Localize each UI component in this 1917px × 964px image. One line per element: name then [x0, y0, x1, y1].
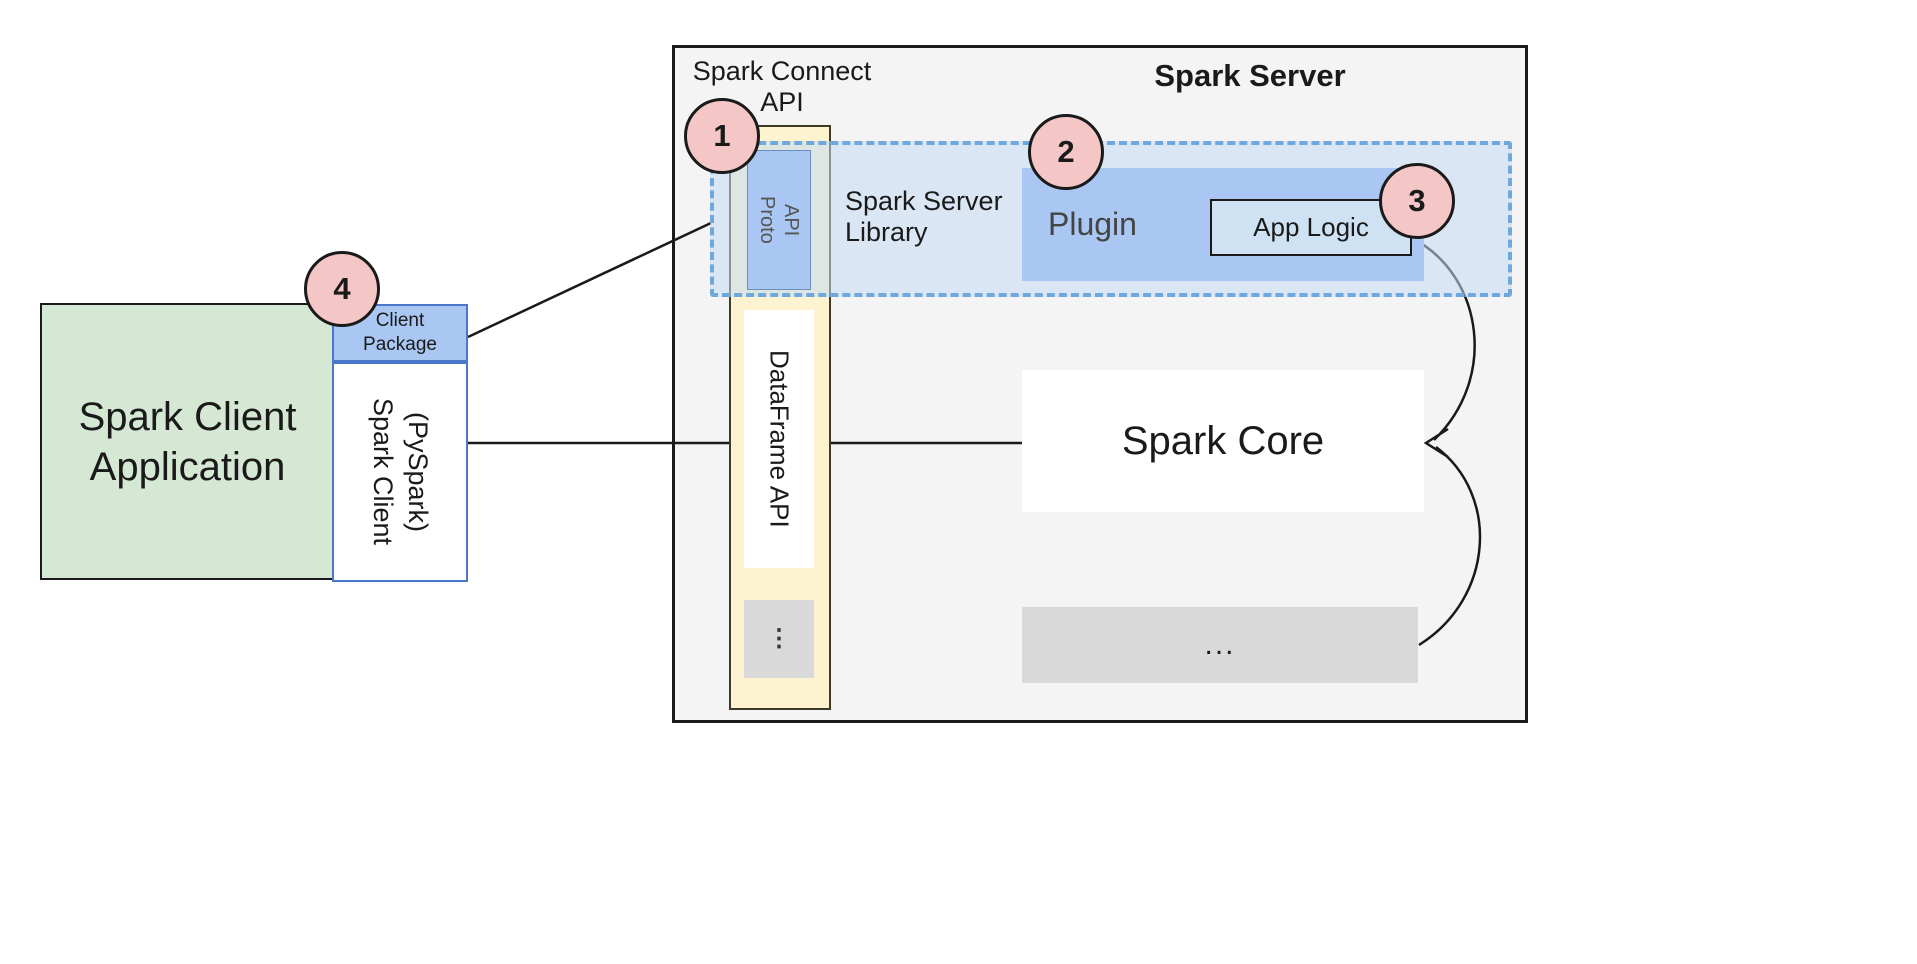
proto-api-label: Proto API: [756, 196, 802, 244]
badge-3: 3: [1379, 163, 1455, 239]
spark-client-pyspark-box: Spark Client (PySpark): [332, 362, 468, 582]
spark-server-title: Spark Server: [1154, 58, 1346, 93]
client-package-box: Client Package: [332, 304, 468, 362]
spark-client-application-label: Spark Client Application: [78, 394, 297, 489]
dataframe-api-label: DataFrame API: [764, 350, 795, 528]
spark-core-label: Spark Core: [1121, 418, 1325, 463]
spark-core-arrowhead-icon: [1423, 427, 1449, 459]
spark-core-box: Spark Core: [1022, 370, 1424, 512]
proto-api-box: Proto API: [747, 150, 811, 290]
dataframe-api-box: DataFrame API: [744, 310, 814, 568]
server-ellipsis-label: ...: [1204, 628, 1236, 661]
api-column-ellipsis-label: ⋮: [767, 625, 791, 652]
api-column-ellipsis-box: ⋮: [744, 600, 814, 678]
badge-2: 2: [1028, 114, 1104, 190]
spark-connect-api-label: Spark Connect API: [692, 56, 872, 117]
client-package-label: Client Package: [363, 310, 437, 355]
spark-client-application-box: Spark Client Application: [40, 303, 335, 580]
app-logic-box: App Logic: [1210, 199, 1412, 256]
client-package-to-proto-api-line: [467, 221, 712, 339]
plugin-label: Plugin: [1048, 206, 1137, 242]
app-logic-label: App Logic: [1253, 212, 1369, 242]
spark-client-pyspark-label: Spark Client (PySpark): [368, 398, 434, 546]
badge-1: 1: [684, 98, 760, 174]
badge-4: 4: [304, 251, 380, 327]
spark-core-to-ellipsis-curve: [1418, 446, 1482, 647]
spark-server-library-label: Spark Server Library: [845, 186, 1003, 247]
server-ellipsis-box: ...: [1022, 607, 1418, 683]
